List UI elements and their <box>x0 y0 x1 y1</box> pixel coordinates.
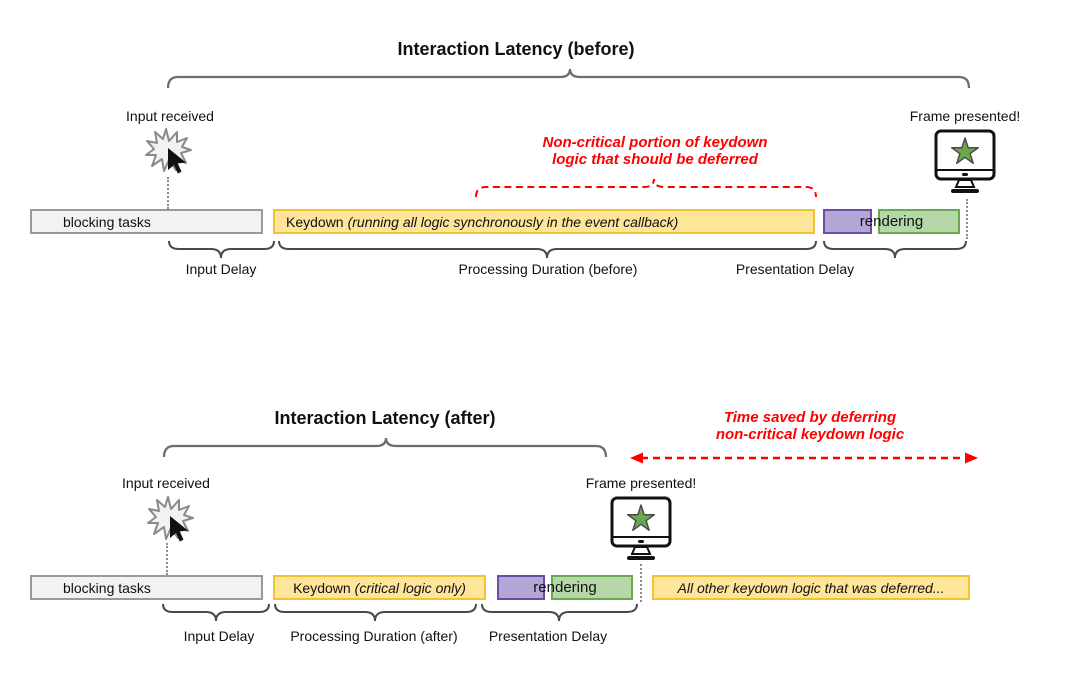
after-annotation: Time saved by deferring non-critical key… <box>660 409 960 443</box>
before-blocking-tasks-bar: blocking tasks <box>30 209 263 234</box>
before-presentation-delay-label: Presentation Delay <box>735 261 855 277</box>
before-annotation-line1: Non-critical portion of keydown <box>542 134 768 151</box>
before-noncritical-dashed-brace <box>475 178 817 198</box>
after-rendering-bar <box>551 575 633 600</box>
after-title: Interaction Latency (after) <box>274 408 496 428</box>
after-annotation-line2: non-critical keydown logic <box>715 426 905 443</box>
time-saved-arrow <box>630 452 978 464</box>
click-burst-icon <box>145 128 192 174</box>
before-keydown-text: Keydown <box>286 213 344 230</box>
before-span-brace <box>167 68 971 89</box>
after-annotation-line1: Time saved by deferring <box>723 409 897 426</box>
after-input-received-label: Input received <box>122 475 210 491</box>
click-burst-icon <box>147 496 194 542</box>
after-frame-presented-label: Frame presented! <box>585 475 697 491</box>
before-blocking-tasks-text: blocking tasks <box>63 213 151 230</box>
after-processing-brace <box>274 603 477 622</box>
after-keydown-detail-text: (critical logic only) <box>354 579 466 596</box>
after-span-brace <box>163 437 608 458</box>
after-input-delay-label: Input Delay <box>183 628 255 644</box>
after-frame-dotted-line <box>640 564 642 602</box>
cursor-icon <box>170 516 188 542</box>
before-processing-duration-label: Processing Duration (before) <box>458 261 638 277</box>
star-icon <box>950 137 980 165</box>
after-blocking-tasks-text: blocking tasks <box>63 579 151 596</box>
after-deferred-bar: All other keydown logic that was deferre… <box>652 575 970 600</box>
before-input-received-label: Input received <box>126 108 214 124</box>
after-input-dotted-line <box>166 543 168 575</box>
before-annotation: Non-critical portion of keydown logic th… <box>500 134 810 168</box>
after-input-delay-brace <box>162 603 270 622</box>
before-input-dotted-line <box>167 177 169 209</box>
after-deferred-text: All other keydown logic that was deferre… <box>677 579 945 596</box>
monitor-icon <box>610 496 672 560</box>
before-annotation-line2: logic that should be deferred <box>552 151 758 168</box>
after-blocking-tasks-bar: blocking tasks <box>30 575 263 600</box>
star-icon <box>626 504 656 532</box>
before-frame-presented-label: Frame presented! <box>909 108 1021 124</box>
before-frame-dotted-line <box>966 199 968 239</box>
before-presentation-brace <box>823 240 967 259</box>
before-rendering-bar <box>878 209 960 234</box>
cursor-icon <box>168 148 186 174</box>
before-keydown-bar: Keydown (running all logic synchronously… <box>273 209 815 234</box>
after-processing-duration-label: Processing Duration (after) <box>290 628 458 644</box>
monitor-icon <box>934 129 996 193</box>
after-presentation-brace <box>481 603 638 622</box>
before-processing-brace <box>278 240 817 259</box>
after-keydown-text: Keydown <box>293 579 351 596</box>
after-presentation-delay-label: Presentation Delay <box>488 628 608 644</box>
before-input-delay-label: Input Delay <box>185 261 257 277</box>
before-input-delay-brace <box>168 240 275 259</box>
before-title: Interaction Latency (before) <box>397 39 635 59</box>
before-purple-bar <box>823 209 872 234</box>
before-keydown-detail-text: (running all logic synchronously in the … <box>347 213 679 230</box>
after-purple-bar <box>497 575 545 600</box>
after-keydown-bar: Keydown (critical logic only) <box>273 575 486 600</box>
